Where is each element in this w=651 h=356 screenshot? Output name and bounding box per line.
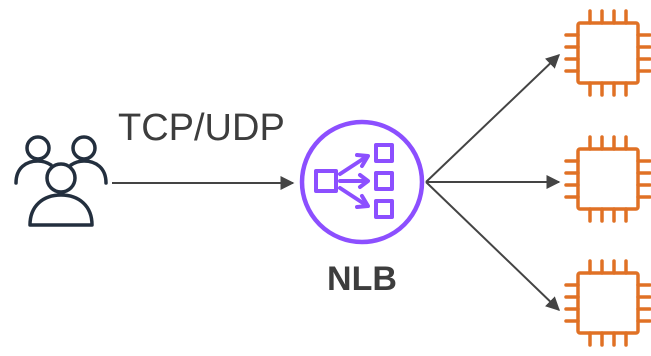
arrow-nlb-to-target-1 [425,54,561,183]
arrow-nlb-to-target-3 [425,181,561,311]
ec2-instance-icon [564,9,651,97]
network-load-balancer-icon [299,119,425,245]
ec2-instance-icon [564,259,651,347]
nlb-label: NLB [327,260,397,298]
users-icon [14,135,108,227]
fanout-arrows [425,54,561,311]
protocol-label: TCP/UDP [118,107,285,149]
ec2-instance-icon [564,135,651,223]
